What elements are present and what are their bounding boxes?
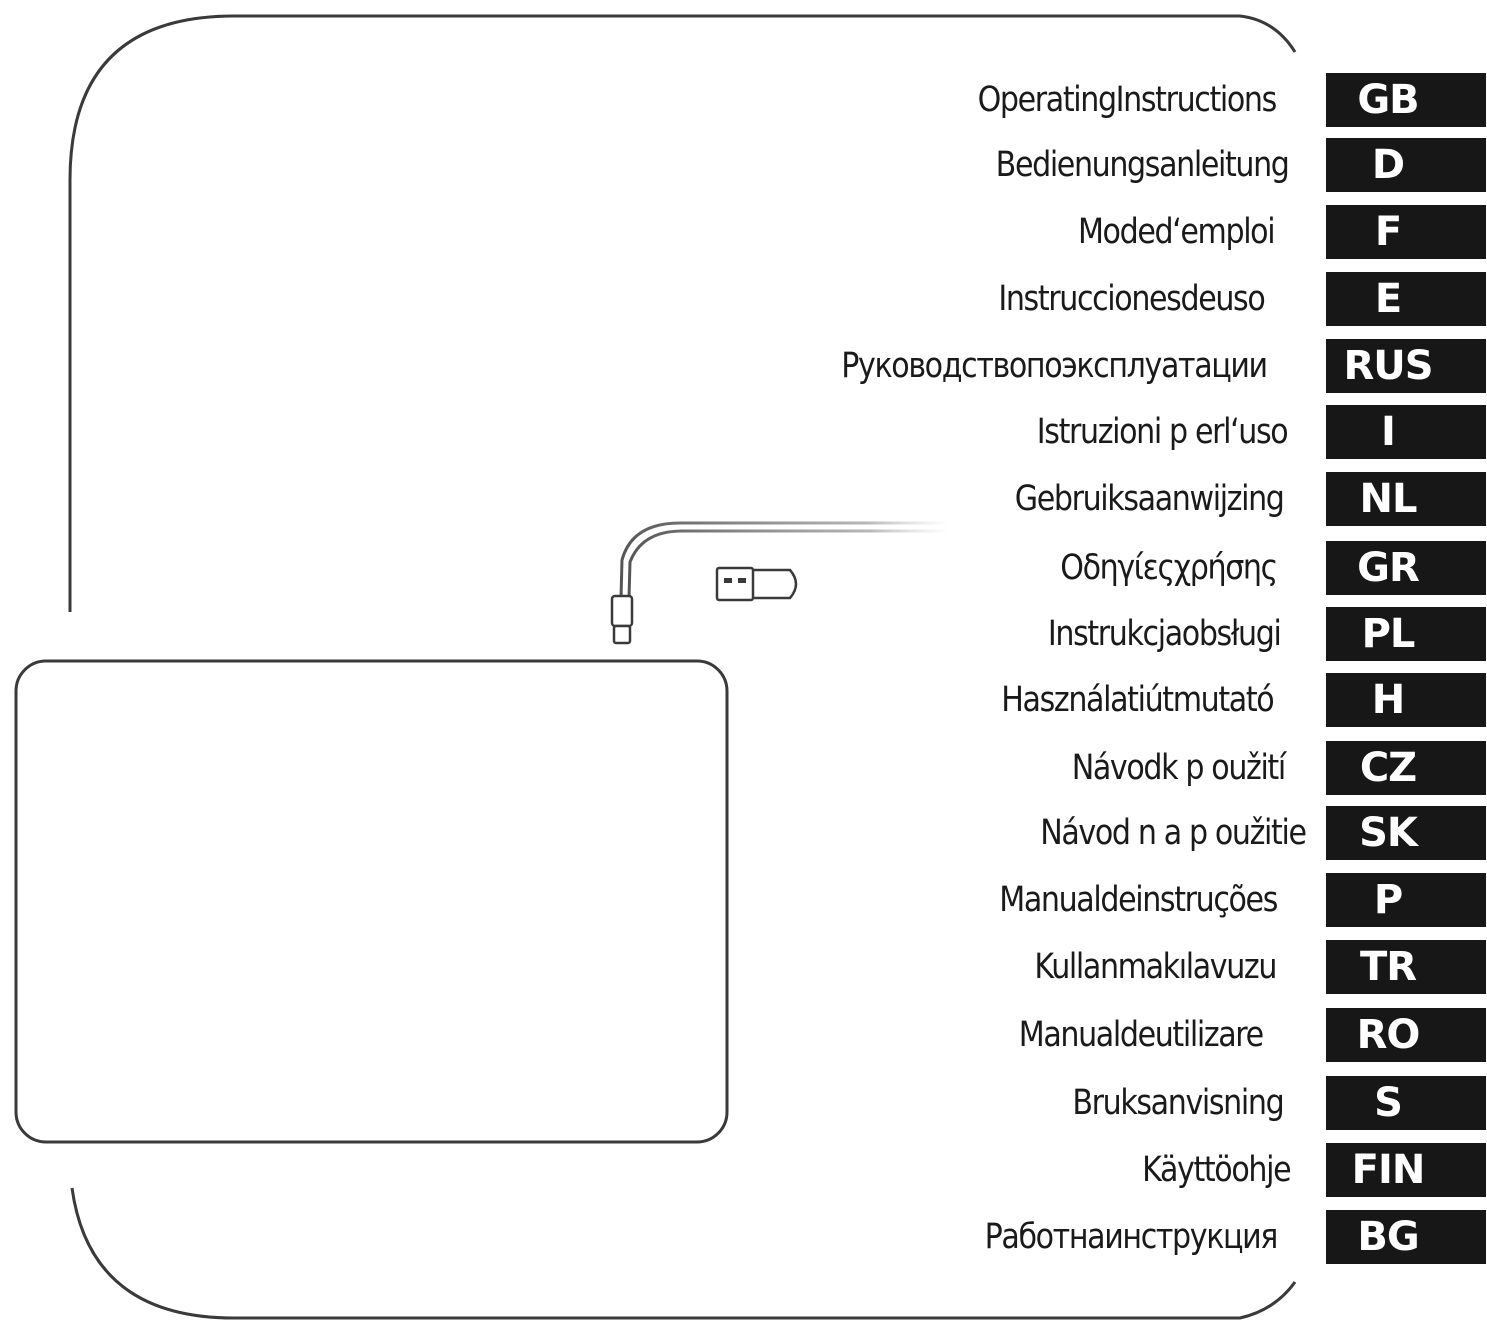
language-title: OperatingInstructions xyxy=(977,80,1278,120)
language-code-badge: NL xyxy=(1326,472,1486,526)
language-row-cz: Návodk p oužití CZ xyxy=(700,741,1487,795)
language-code-badge: SK xyxy=(1326,806,1486,860)
language-title: Käyttöohje xyxy=(1141,1150,1291,1190)
language-row-h: Használatiútmutató H xyxy=(700,673,1487,727)
language-title: Manualdeutilizare xyxy=(1018,1015,1264,1055)
language-code-badge: RO xyxy=(1326,1008,1486,1062)
language-title: Manualdeinstruções xyxy=(999,880,1278,920)
language-code-badge: P xyxy=(1326,873,1486,927)
language-title: Moded‘emploi xyxy=(1077,212,1276,252)
language-code-badge: S xyxy=(1326,1076,1486,1130)
language-title: Instruccionesdeuso xyxy=(997,279,1265,319)
language-title: Návodk p oužití xyxy=(1071,748,1287,788)
language-code-badge: I xyxy=(1326,405,1486,459)
frame-border xyxy=(68,14,1297,612)
language-title: Használatiútmutató xyxy=(1000,680,1274,720)
language-title: Gebruiksaanwijzing xyxy=(1015,479,1285,519)
language-code-badge: FIN xyxy=(1326,1143,1486,1197)
language-row-e: Instruccionesdeuso E xyxy=(700,272,1487,326)
language-row-gb: OperatingInstructions GB xyxy=(700,73,1487,127)
language-title: Bruksanvisning xyxy=(1072,1083,1284,1123)
language-row-fin: Käyttöohje FIN xyxy=(700,1143,1487,1197)
language-code-badge: BG xyxy=(1326,1210,1486,1264)
language-row-tr: Kullanmakılavuzu TR xyxy=(700,940,1487,994)
language-code-badge: H xyxy=(1326,673,1486,727)
language-title: Instrukcjaobsługi xyxy=(1047,614,1281,654)
language-title: Návod n a p oužitie xyxy=(1040,813,1308,853)
language-row-p: Manualdeinstruções P xyxy=(700,873,1487,927)
language-title: Bedienungsanleitung xyxy=(996,145,1290,185)
language-row-d: Bedienungsanleitung D xyxy=(700,138,1487,192)
language-title: Kullanmakılavuzu xyxy=(1034,947,1277,987)
language-row-rus: Руководствопоэксплуатации RUS xyxy=(700,339,1487,393)
language-row-i: Istruzioni p erl‘uso I xyxy=(700,405,1487,459)
language-title: Οδηγίεςχρήσης xyxy=(1060,548,1278,588)
language-row-bg: Работнаинструкция BG xyxy=(700,1210,1487,1264)
language-code-badge: D xyxy=(1326,138,1486,192)
language-code-badge: GR xyxy=(1326,541,1486,595)
language-title: Istruzioni p erl‘uso xyxy=(1036,412,1288,452)
language-row-pl: Instrukcjaobsługi PL xyxy=(700,607,1487,661)
language-title: Работнаинструкция xyxy=(984,1217,1279,1257)
language-code-badge: E xyxy=(1326,272,1486,326)
usb-c-connector-icon xyxy=(610,521,950,645)
language-row-sk: Návod n a p oužitie SK xyxy=(700,806,1487,860)
language-code-badge: F xyxy=(1326,205,1486,259)
language-row-f: Moded‘emploi F xyxy=(700,205,1487,259)
language-code-badge: RUS xyxy=(1326,339,1486,393)
language-row-gr: Οδηγίεςχρήσης GR xyxy=(700,541,1487,595)
language-row-s: Bruksanvisning S xyxy=(700,1076,1487,1130)
language-row-ro: Manualdeutilizare RO xyxy=(700,1008,1487,1062)
frame-border-bottom xyxy=(70,1187,1297,1320)
language-row-nl: Gebruiksaanwijzing NL xyxy=(700,472,1487,526)
language-code-badge: CZ xyxy=(1326,741,1486,795)
usb-a-connector-icon xyxy=(715,566,955,602)
language-title: Руководствопоэксплуатации xyxy=(841,346,1269,386)
device-pad-outline xyxy=(14,659,729,1144)
language-code-badge: TR xyxy=(1326,940,1486,994)
language-code-badge: GB xyxy=(1326,73,1486,127)
language-code-badge: PL xyxy=(1326,607,1486,661)
